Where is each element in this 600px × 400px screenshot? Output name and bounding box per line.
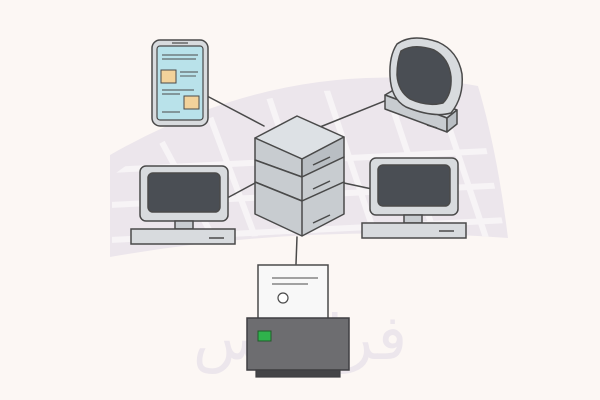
crt-monitor-icon bbox=[384, 37, 464, 133]
tablet-icon bbox=[151, 39, 209, 127]
connection-line-printer bbox=[295, 236, 298, 265]
printer-icon bbox=[246, 264, 350, 378]
connection-line-tablet bbox=[206, 95, 265, 127]
left-workstation-icon bbox=[130, 165, 236, 245]
right-workstation-icon bbox=[361, 157, 467, 239]
connections bbox=[206, 95, 393, 265]
server-icon bbox=[254, 115, 345, 237]
connection-line-left-workstation bbox=[228, 182, 256, 198]
connection-line-crt-monitor bbox=[319, 97, 393, 128]
connection-line-right-workstation bbox=[343, 182, 373, 190]
